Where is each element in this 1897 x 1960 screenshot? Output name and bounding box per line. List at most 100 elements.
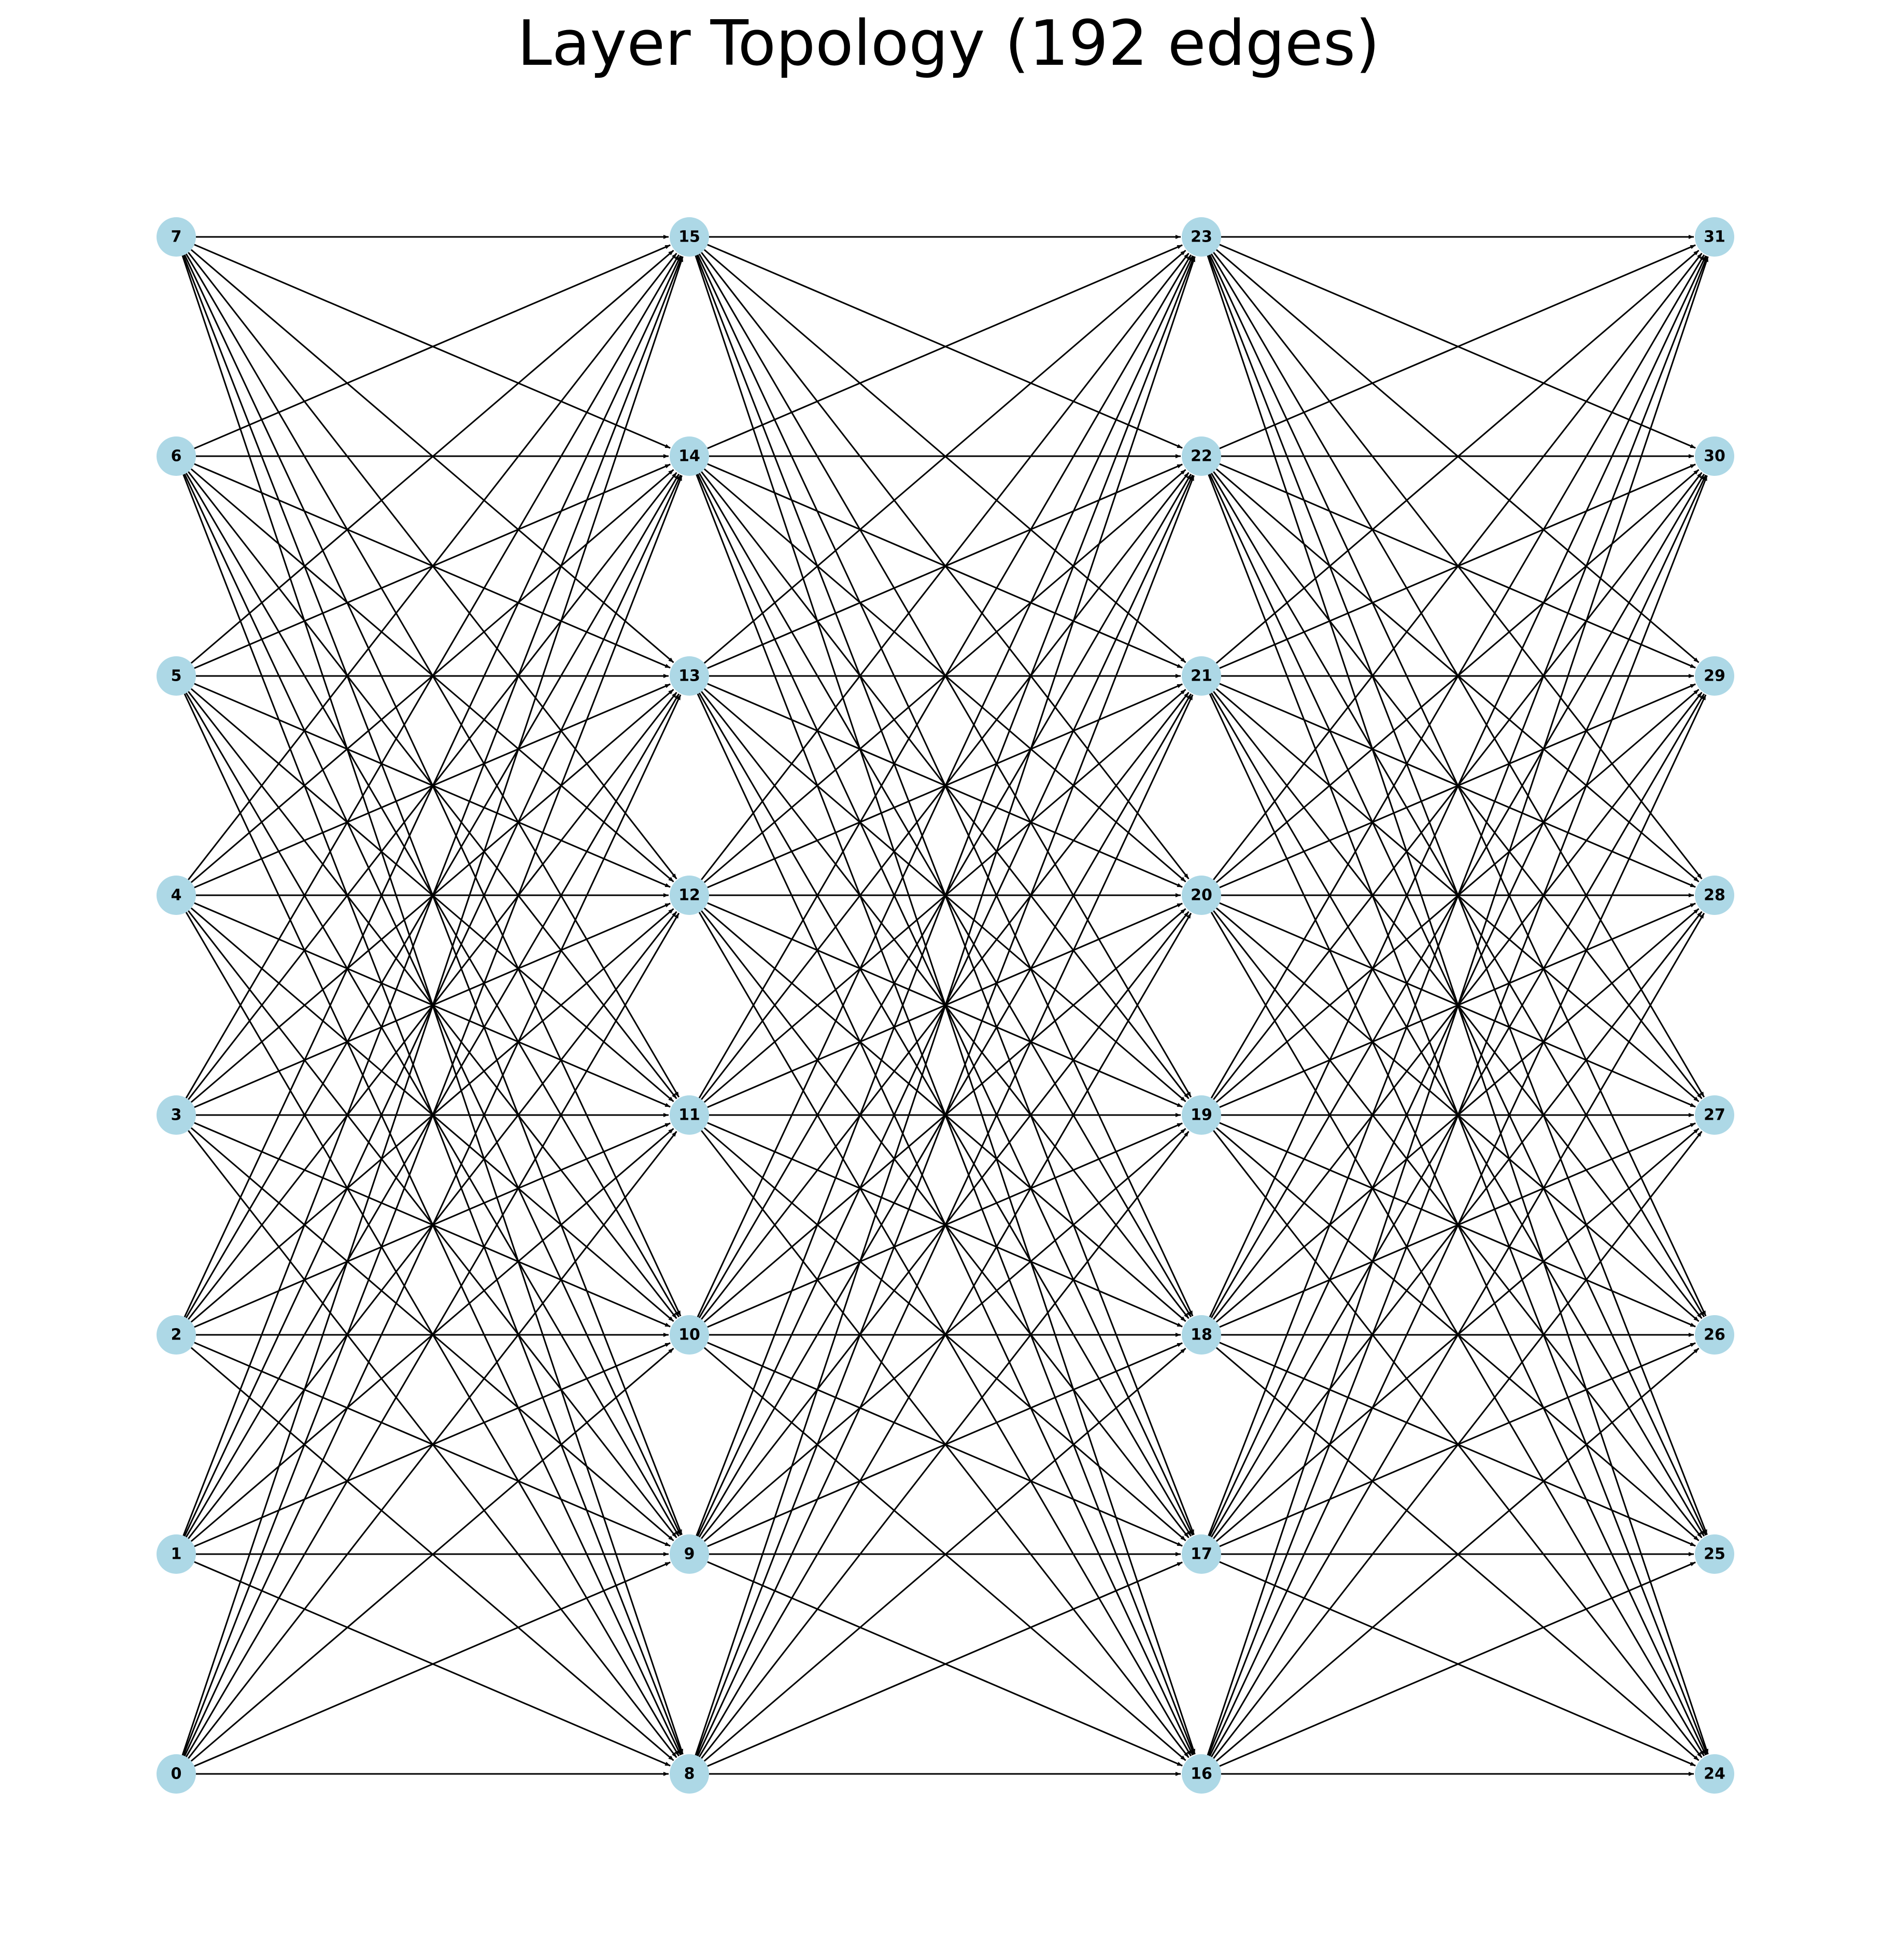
node-circle-27 xyxy=(1695,1095,1734,1135)
node-16: 16 xyxy=(1182,1754,1221,1794)
node-11: 11 xyxy=(670,1095,709,1135)
edge-23-25 xyxy=(1208,255,1708,1535)
node-26: 26 xyxy=(1695,1315,1734,1355)
node-circle-20 xyxy=(1182,876,1221,915)
node-15: 15 xyxy=(670,217,709,257)
node-17: 17 xyxy=(1182,1534,1221,1574)
node-circle-0 xyxy=(157,1754,196,1794)
node-label-19: 19 xyxy=(1191,1106,1212,1124)
node-label-24: 24 xyxy=(1704,1765,1725,1783)
node-group: 0123456789101112131415161718192021222324… xyxy=(157,217,1734,1794)
node-label-12: 12 xyxy=(678,886,700,905)
edge-21-24 xyxy=(1209,693,1707,1756)
node-label-1: 1 xyxy=(171,1545,182,1563)
node-label-13: 13 xyxy=(678,667,700,685)
edge-7-14 xyxy=(194,244,671,449)
edge-20-24 xyxy=(1210,912,1705,1757)
node-label-7: 7 xyxy=(171,228,182,246)
node-label-26: 26 xyxy=(1704,1326,1725,1344)
edge-15-20 xyxy=(701,252,1190,880)
node-24: 24 xyxy=(1695,1754,1734,1794)
node-circle-23 xyxy=(1182,217,1221,257)
edge-7-11 xyxy=(185,253,680,1098)
node-circle-1 xyxy=(157,1534,196,1574)
node-circle-31 xyxy=(1695,217,1734,257)
node-circle-15 xyxy=(670,217,709,257)
edge-23-27 xyxy=(1210,253,1705,1098)
node-23: 23 xyxy=(1182,217,1221,257)
node-circle-10 xyxy=(670,1315,709,1355)
node-circle-4 xyxy=(157,876,196,915)
node-circle-5 xyxy=(157,656,196,696)
edge-23-29 xyxy=(1215,249,1700,664)
node-2: 2 xyxy=(157,1315,196,1355)
node-circle-22 xyxy=(1182,436,1221,476)
edge-4-8 xyxy=(185,912,680,1757)
node-label-23: 23 xyxy=(1191,228,1212,246)
node-label-0: 0 xyxy=(171,1765,182,1783)
node-5: 5 xyxy=(157,656,196,696)
node-label-25: 25 xyxy=(1704,1545,1725,1563)
edge-23-28 xyxy=(1213,252,1703,880)
edge-7-8 xyxy=(181,255,684,1755)
node-circle-18 xyxy=(1182,1315,1221,1355)
node-label-22: 22 xyxy=(1191,447,1212,466)
node-circle-6 xyxy=(157,436,196,476)
node-27: 27 xyxy=(1695,1095,1734,1135)
node-label-30: 30 xyxy=(1704,447,1725,466)
edge-10-16 xyxy=(703,1347,1186,1761)
node-label-3: 3 xyxy=(171,1106,182,1124)
node-4: 4 xyxy=(157,876,196,915)
node-28: 28 xyxy=(1695,876,1734,915)
node-circle-28 xyxy=(1695,876,1734,915)
node-30: 30 xyxy=(1695,436,1734,476)
node-label-15: 15 xyxy=(678,228,700,246)
node-label-16: 16 xyxy=(1191,1765,1212,1783)
node-10: 10 xyxy=(670,1315,709,1355)
edge-3-8 xyxy=(188,1130,677,1758)
node-circle-8 xyxy=(670,1754,709,1794)
node-3: 3 xyxy=(157,1095,196,1135)
edge-7-9 xyxy=(182,255,683,1535)
node-label-4: 4 xyxy=(171,886,182,905)
node-label-6: 6 xyxy=(171,447,182,466)
node-circle-12 xyxy=(670,876,709,915)
node-label-20: 20 xyxy=(1191,886,1212,905)
node-13: 13 xyxy=(670,656,709,696)
node-label-14: 14 xyxy=(678,447,700,466)
edge-15-22 xyxy=(707,244,1183,449)
node-8: 8 xyxy=(670,1754,709,1794)
edge-6-8 xyxy=(182,474,683,1755)
node-12: 12 xyxy=(670,876,709,915)
node-6: 6 xyxy=(157,436,196,476)
edge-15-17 xyxy=(696,255,1195,1535)
node-label-10: 10 xyxy=(678,1326,700,1344)
node-label-17: 17 xyxy=(1191,1545,1212,1563)
edge-1-8 xyxy=(194,1561,671,1767)
node-label-18: 18 xyxy=(1191,1326,1212,1344)
node-circle-9 xyxy=(670,1534,709,1574)
node-label-27: 27 xyxy=(1704,1106,1725,1124)
node-1: 1 xyxy=(157,1534,196,1574)
edge-9-16 xyxy=(707,1561,1183,1767)
edge-15-18 xyxy=(697,254,1194,1317)
edge-2-8 xyxy=(190,1347,674,1761)
edge-15-16 xyxy=(695,255,1196,1755)
diagram-title: Layer Topology (192 edges) xyxy=(517,8,1380,80)
edge-7-13 xyxy=(190,249,674,664)
node-circle-25 xyxy=(1695,1534,1734,1574)
edge-23-24 xyxy=(1207,255,1709,1755)
edge-19-24 xyxy=(1213,1130,1703,1758)
node-label-2: 2 xyxy=(171,1326,182,1344)
node-21: 21 xyxy=(1182,656,1221,696)
edge-13-16 xyxy=(697,693,1194,1756)
edge-23-30 xyxy=(1219,244,1696,449)
node-label-28: 28 xyxy=(1704,886,1725,905)
node-label-9: 9 xyxy=(684,1545,695,1563)
node-circle-16 xyxy=(1182,1754,1221,1794)
edge-12-16 xyxy=(698,912,1192,1757)
edge-5-8 xyxy=(183,693,682,1756)
node-circle-26 xyxy=(1695,1315,1734,1355)
node-0: 0 xyxy=(157,1754,196,1794)
node-22: 22 xyxy=(1182,436,1221,476)
